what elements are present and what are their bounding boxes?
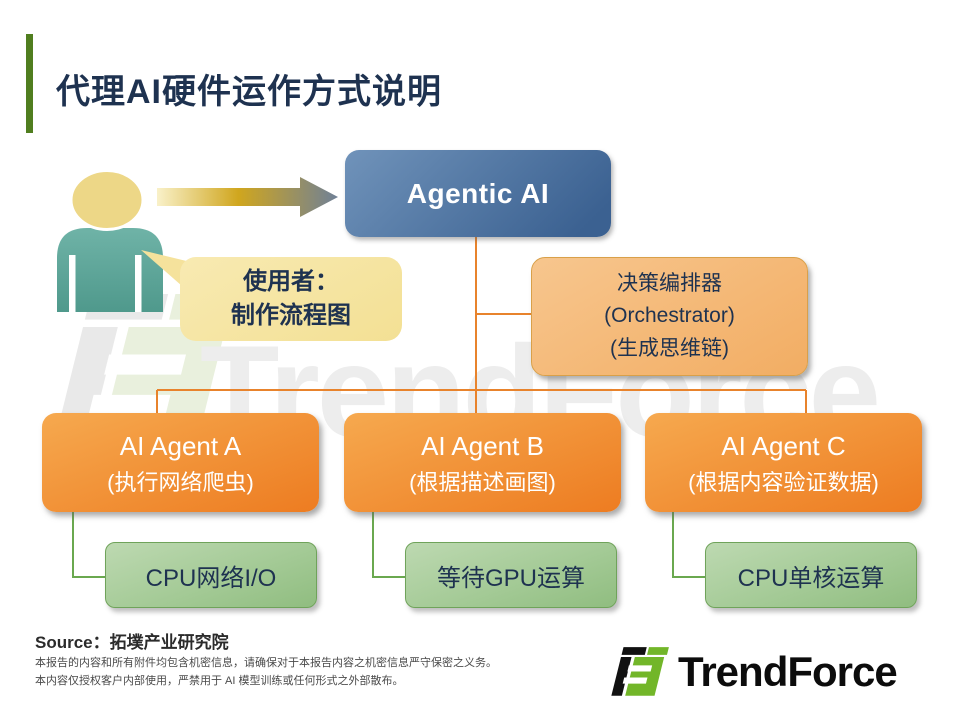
disclaimer-text: 本报告的内容和所有附件均包含机密信息，请确保对于本报告内容之机密信息严守保密之义… — [35, 655, 497, 690]
trendforce-logo: TrendForce — [608, 646, 898, 698]
user-to-ai-arrow — [157, 177, 338, 217]
trendforce-logo-text: TrendForce — [678, 648, 898, 695]
hardware-label-2: 等待GPU运算 — [436, 564, 585, 592]
agent-c-desc: (根据内容验证数据) — [688, 469, 879, 495]
hardware-label-1: CPU网络I/O — [145, 564, 277, 592]
hardware-box-gpu-wait: 等待GPU运算 — [405, 542, 617, 608]
disclaimer-line-1: 本报告的内容和所有附件均包含机密信息，请确保对于本报告内容之机密信息严守保密之义… — [35, 657, 497, 669]
hardware-box-cpu-io: CPU网络I/O — [105, 542, 317, 608]
user-person-icon — [57, 169, 163, 312]
user-speech-bubble: 使用者： 制作流程图 — [180, 257, 402, 341]
disclaimer-line-2: 本内容仅授权客户内部使用，严禁用于 AI 模型训练或任何形式之外部散布。 — [35, 674, 404, 687]
trendforce-logo-mark-icon — [611, 647, 669, 696]
orchestrator-line-2: (Orchestrator) — [604, 304, 735, 328]
agent-a-desc: (执行网络爬虫) — [107, 469, 254, 495]
agent-b-box: AI Agent B (根据描述画图) — [344, 413, 621, 512]
page-title: 代理AI硬件运作方式说明 — [56, 73, 442, 111]
bubble-line-1: 使用者： — [243, 268, 339, 296]
agent-a-name: AI Agent A — [119, 430, 242, 461]
agentic-ai-box: Agentic AI — [345, 150, 611, 237]
hardware-box-cpu-single: CPU单核运算 — [705, 542, 917, 608]
agent-b-desc: (根据描述画图) — [409, 469, 556, 495]
orchestrator-line-3: (生成思维链) — [610, 336, 729, 360]
agent-c-name: AI Agent C — [721, 430, 846, 461]
title-accent-bar — [26, 34, 33, 133]
agentic-ai-label: Agentic AI — [406, 177, 550, 209]
agent-b-name: AI Agent B — [421, 430, 544, 461]
agent-c-box: AI Agent C (根据内容验证数据) — [645, 413, 922, 512]
agent-a-box: AI Agent A (执行网络爬虫) — [42, 413, 319, 512]
orchestrator-box: 决策编排器 (Orchestrator) (生成思维链) — [531, 257, 808, 376]
hardware-label-3: CPU单核运算 — [737, 564, 885, 592]
bubble-line-2: 制作流程图 — [231, 302, 351, 329]
orchestrator-line-1: 决策编排器 — [617, 271, 722, 295]
source-note: Source：拓墣产业研究院 — [35, 633, 229, 652]
